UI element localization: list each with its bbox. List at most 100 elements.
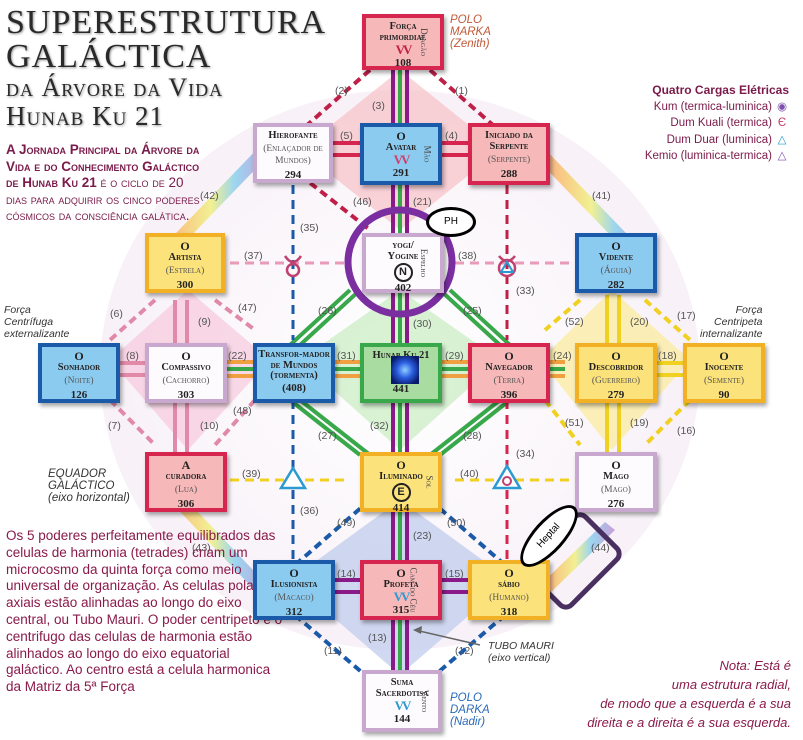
path-label: (47) [238, 302, 257, 314]
path-label: (48) [233, 405, 252, 417]
path-label: (10) [200, 420, 219, 432]
legend-item: Kemio (luminica-termica)△ [645, 148, 789, 165]
path-label: (11) [324, 645, 342, 657]
kemio-icon: △ [777, 150, 787, 162]
title-line-1: SUPERESTRUTURA [6, 4, 327, 41]
path-label: (42) [200, 190, 219, 202]
legend: Quatro Cargas Elétricas Kum (termica-lum… [645, 82, 789, 165]
title-line-4: Hunab Ku 21 [6, 101, 165, 131]
path-label: (35) [300, 222, 319, 234]
tubo-mauri: TUBO MAURI(eixo vertical) [488, 640, 554, 664]
path-label: (52) [565, 316, 584, 328]
path-label: (1) [455, 85, 468, 97]
glyph-icon: VV [395, 42, 413, 57]
dum-duar-symbol [278, 465, 308, 490]
path-label: (29) [445, 350, 464, 362]
path-label: (49) [337, 517, 356, 529]
path-label: (24) [553, 350, 572, 362]
path-label: (34) [516, 448, 535, 460]
path-label: (31) [337, 350, 356, 362]
path-label: (6) [110, 308, 123, 320]
dum-kuali-symbol [283, 255, 303, 278]
path-label: (43) [192, 542, 211, 554]
e-symbol-icon: E [391, 483, 411, 502]
legend-title: Quatro Cargas Elétricas [652, 83, 789, 97]
dum-duar-icon: △ [777, 133, 787, 146]
node-hunab-ku-21[interactable]: Hunab Ku 21 441 [360, 343, 442, 403]
path-label: (26) [318, 305, 337, 317]
path-label: (44) [591, 542, 610, 554]
path-label: (25) [463, 305, 482, 317]
path-label: (18) [658, 350, 677, 362]
path-label: (8) [126, 350, 139, 362]
legend-item: Dum Kuali (termica)Є [645, 115, 789, 132]
hunab-ku-emblem-icon [391, 356, 419, 384]
title-line-2: GALÁCTICA [6, 38, 212, 75]
path-label: (51) [565, 417, 584, 429]
dum-kuali-icon: Є [777, 117, 787, 129]
path-label: (21) [413, 196, 432, 208]
path-label: (20) [630, 316, 649, 328]
path-label: (4) [445, 130, 458, 142]
node-yogi-yogine[interactable]: yogi/Yogine N 402 Espelho [362, 233, 444, 294]
legend-item: Dum Duar (luminica)△ [645, 132, 789, 149]
path-label: (32) [370, 420, 389, 432]
kum-symbol [491, 463, 523, 490]
path-label: (50) [447, 517, 466, 529]
path-label: (36) [300, 505, 319, 517]
glyph-icon: VV [393, 589, 411, 604]
path-label: (28) [463, 430, 482, 442]
path-label: (13) [368, 632, 387, 644]
path-label: (17) [677, 310, 696, 322]
path-label: (23) [413, 530, 432, 542]
path-label: (37) [244, 250, 263, 262]
path-label: (30) [413, 318, 432, 330]
five-powers-paragraph: Os 5 poderes perfeitamente equilibrados … [6, 528, 283, 695]
path-label: (3) [372, 100, 385, 112]
kemio-symbol [497, 255, 517, 278]
node-transformador-de-mundos[interactable]: Transfor-mador de Mundos (tormenta)(408) [253, 343, 335, 403]
path-label: (9) [198, 316, 211, 328]
path-label: (22) [228, 350, 247, 362]
path-label: (7) [108, 420, 121, 432]
glyph-icon: VV [394, 698, 412, 713]
intro-bold: A Jornada Principal da Árvore da Vida e … [6, 142, 200, 190]
path-label: (46) [353, 196, 372, 208]
path-label: (41) [592, 190, 611, 202]
path-label: (38) [458, 250, 477, 262]
path-label: (16) [677, 425, 696, 437]
path-label: (27) [318, 430, 337, 442]
node-suma-sacerdotisa[interactable]: Suma Sacerdotisa VV 144 Vento [362, 670, 442, 732]
path-label: (15) [445, 568, 464, 580]
path-label: (39) [242, 468, 261, 480]
node-hierofante[interactable]: Hierofante(Enlaçador de Mundos)294 [253, 123, 333, 183]
glyph-icon: VV [393, 152, 411, 167]
kum-icon: ◉ [776, 100, 788, 113]
intro-rest: é o ciclo de 20 dias para adquirir os ci… [6, 175, 200, 223]
path-label: (33) [516, 285, 535, 297]
node-iniciado-da-serpente[interactable]: Iniciado da Serpente(Serpente)288 [468, 123, 550, 185]
ph-annotation: PH [426, 207, 476, 237]
path-label: (19) [630, 417, 649, 429]
